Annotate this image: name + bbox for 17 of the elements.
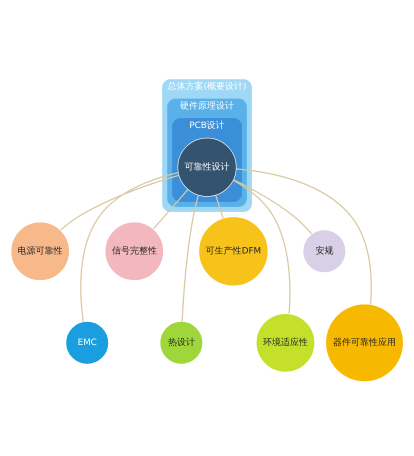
- node-circle: 信号完整性: [104, 222, 164, 281]
- node-circle: 可靠性设计: [178, 138, 237, 197]
- connector: [153, 189, 188, 230]
- node-circle: EMC: [66, 321, 109, 364]
- node-circle: 器件可靠性应用: [325, 304, 404, 382]
- connector: [236, 168, 372, 304]
- node-circle: 安规: [302, 230, 346, 273]
- node-circle: 可生产性DFM: [198, 216, 268, 286]
- node-circle: 环境适应性: [256, 313, 315, 372]
- node-circle: 电源可靠性: [10, 222, 70, 281]
- connector: [215, 195, 224, 218]
- node-circle: 热设计: [160, 321, 203, 364]
- connector: [233, 180, 291, 314]
- connector: [80, 172, 178, 322]
- connector: [182, 195, 199, 322]
- connector: [60, 174, 179, 231]
- connector: [233, 179, 312, 234]
